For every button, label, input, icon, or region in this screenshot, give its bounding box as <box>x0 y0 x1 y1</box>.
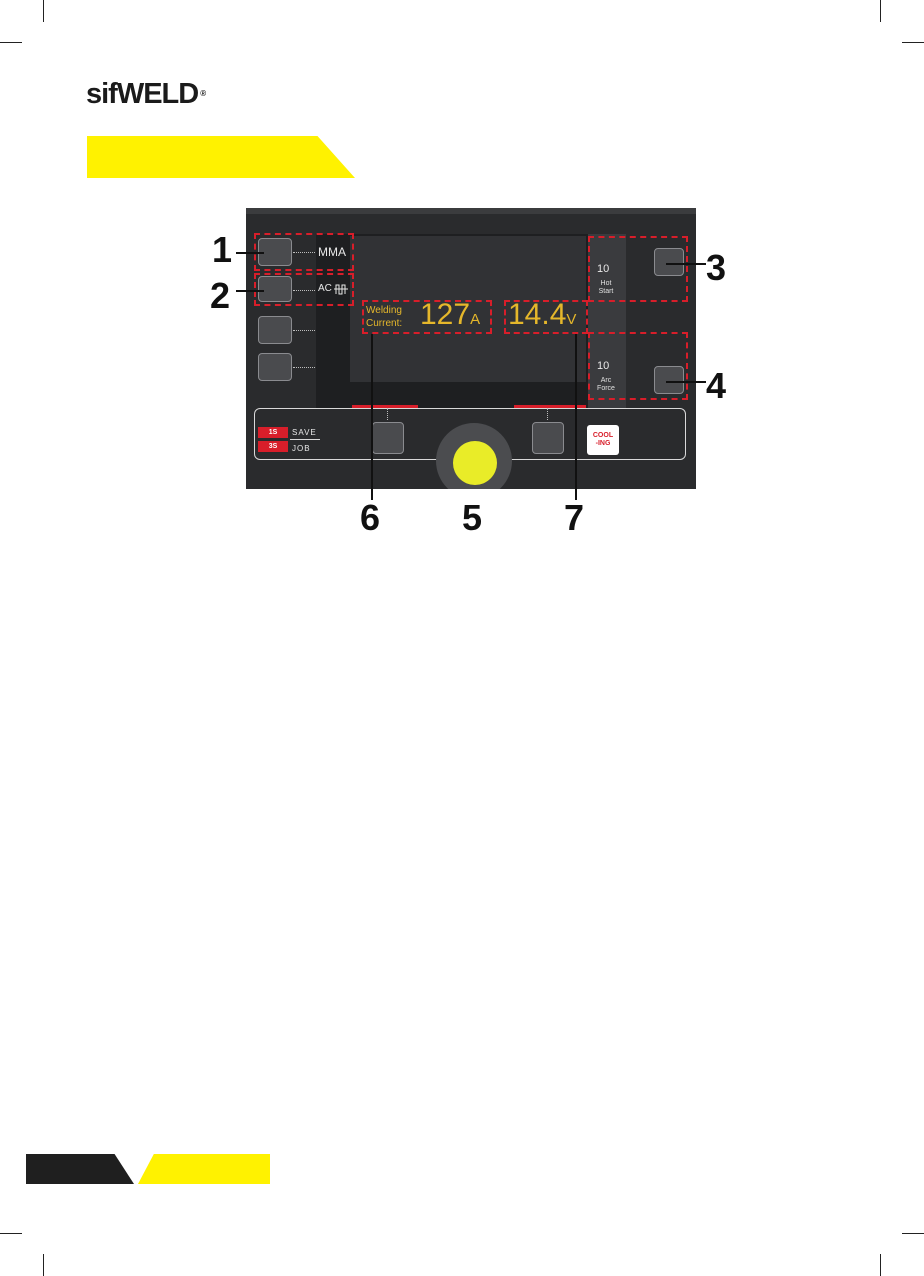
highlight-box-1 <box>254 233 354 271</box>
function-button-3[interactable] <box>258 316 292 344</box>
crop-mark <box>43 0 44 22</box>
brand-name: sifWELD <box>86 78 198 110</box>
save-badge: 1S <box>258 427 288 438</box>
crop-mark <box>902 1233 924 1234</box>
panel-top-edge <box>246 208 696 214</box>
cooling-label-line1: COOL <box>587 432 619 440</box>
footer-dark-band <box>26 1154 134 1184</box>
leader-dots <box>547 408 548 420</box>
header-yellow-band <box>87 136 355 178</box>
save-job-divider <box>290 439 320 440</box>
leader-dots <box>293 330 315 331</box>
callout-6: 6 <box>360 500 380 536</box>
brand-logo: sifWELD® <box>86 76 205 112</box>
job-label: JOB <box>292 444 311 453</box>
leader-dots <box>293 367 315 368</box>
crop-mark <box>0 1233 22 1234</box>
crop-mark <box>43 1254 44 1276</box>
highlight-box-7 <box>504 300 588 334</box>
callout-7-line <box>575 334 577 500</box>
highlight-box-3 <box>588 236 688 302</box>
job-badge: 3S <box>258 441 288 452</box>
cooling-label-line2: -ING <box>587 440 619 448</box>
crop-mark <box>0 42 22 43</box>
callout-1-line <box>236 252 264 254</box>
callout-6-line <box>371 334 373 500</box>
highlight-box-2 <box>254 273 354 306</box>
crop-mark <box>902 42 924 43</box>
callout-5: 5 <box>462 500 482 536</box>
save-label: SAVE <box>292 428 317 437</box>
crop-mark <box>880 1254 881 1276</box>
callout-2-line <box>236 290 264 292</box>
callout-2: 2 <box>210 278 230 314</box>
callout-1: 1 <box>212 232 232 268</box>
callout-4-line <box>666 381 706 383</box>
callout-7: 7 <box>564 500 584 536</box>
red-accent-line <box>352 405 418 408</box>
cooling-button[interactable]: COOL -ING <box>587 425 619 455</box>
crop-mark <box>880 0 881 22</box>
highlight-box-4 <box>588 332 688 400</box>
function-button-4[interactable] <box>258 353 292 381</box>
control-knob[interactable] <box>453 441 497 485</box>
leader-dots <box>387 408 388 420</box>
callout-3-line <box>666 263 706 265</box>
lower-left-button[interactable] <box>372 422 404 454</box>
registered-mark: ® <box>200 89 205 98</box>
lower-right-button[interactable] <box>532 422 564 454</box>
highlight-box-6 <box>362 300 492 334</box>
control-panel: MMA AC Welding Current: 127A 14.4V 10 Ho… <box>246 208 696 489</box>
footer-yellow-band <box>138 1154 270 1184</box>
callout-3: 3 <box>706 250 726 286</box>
callout-4: 4 <box>706 368 726 404</box>
